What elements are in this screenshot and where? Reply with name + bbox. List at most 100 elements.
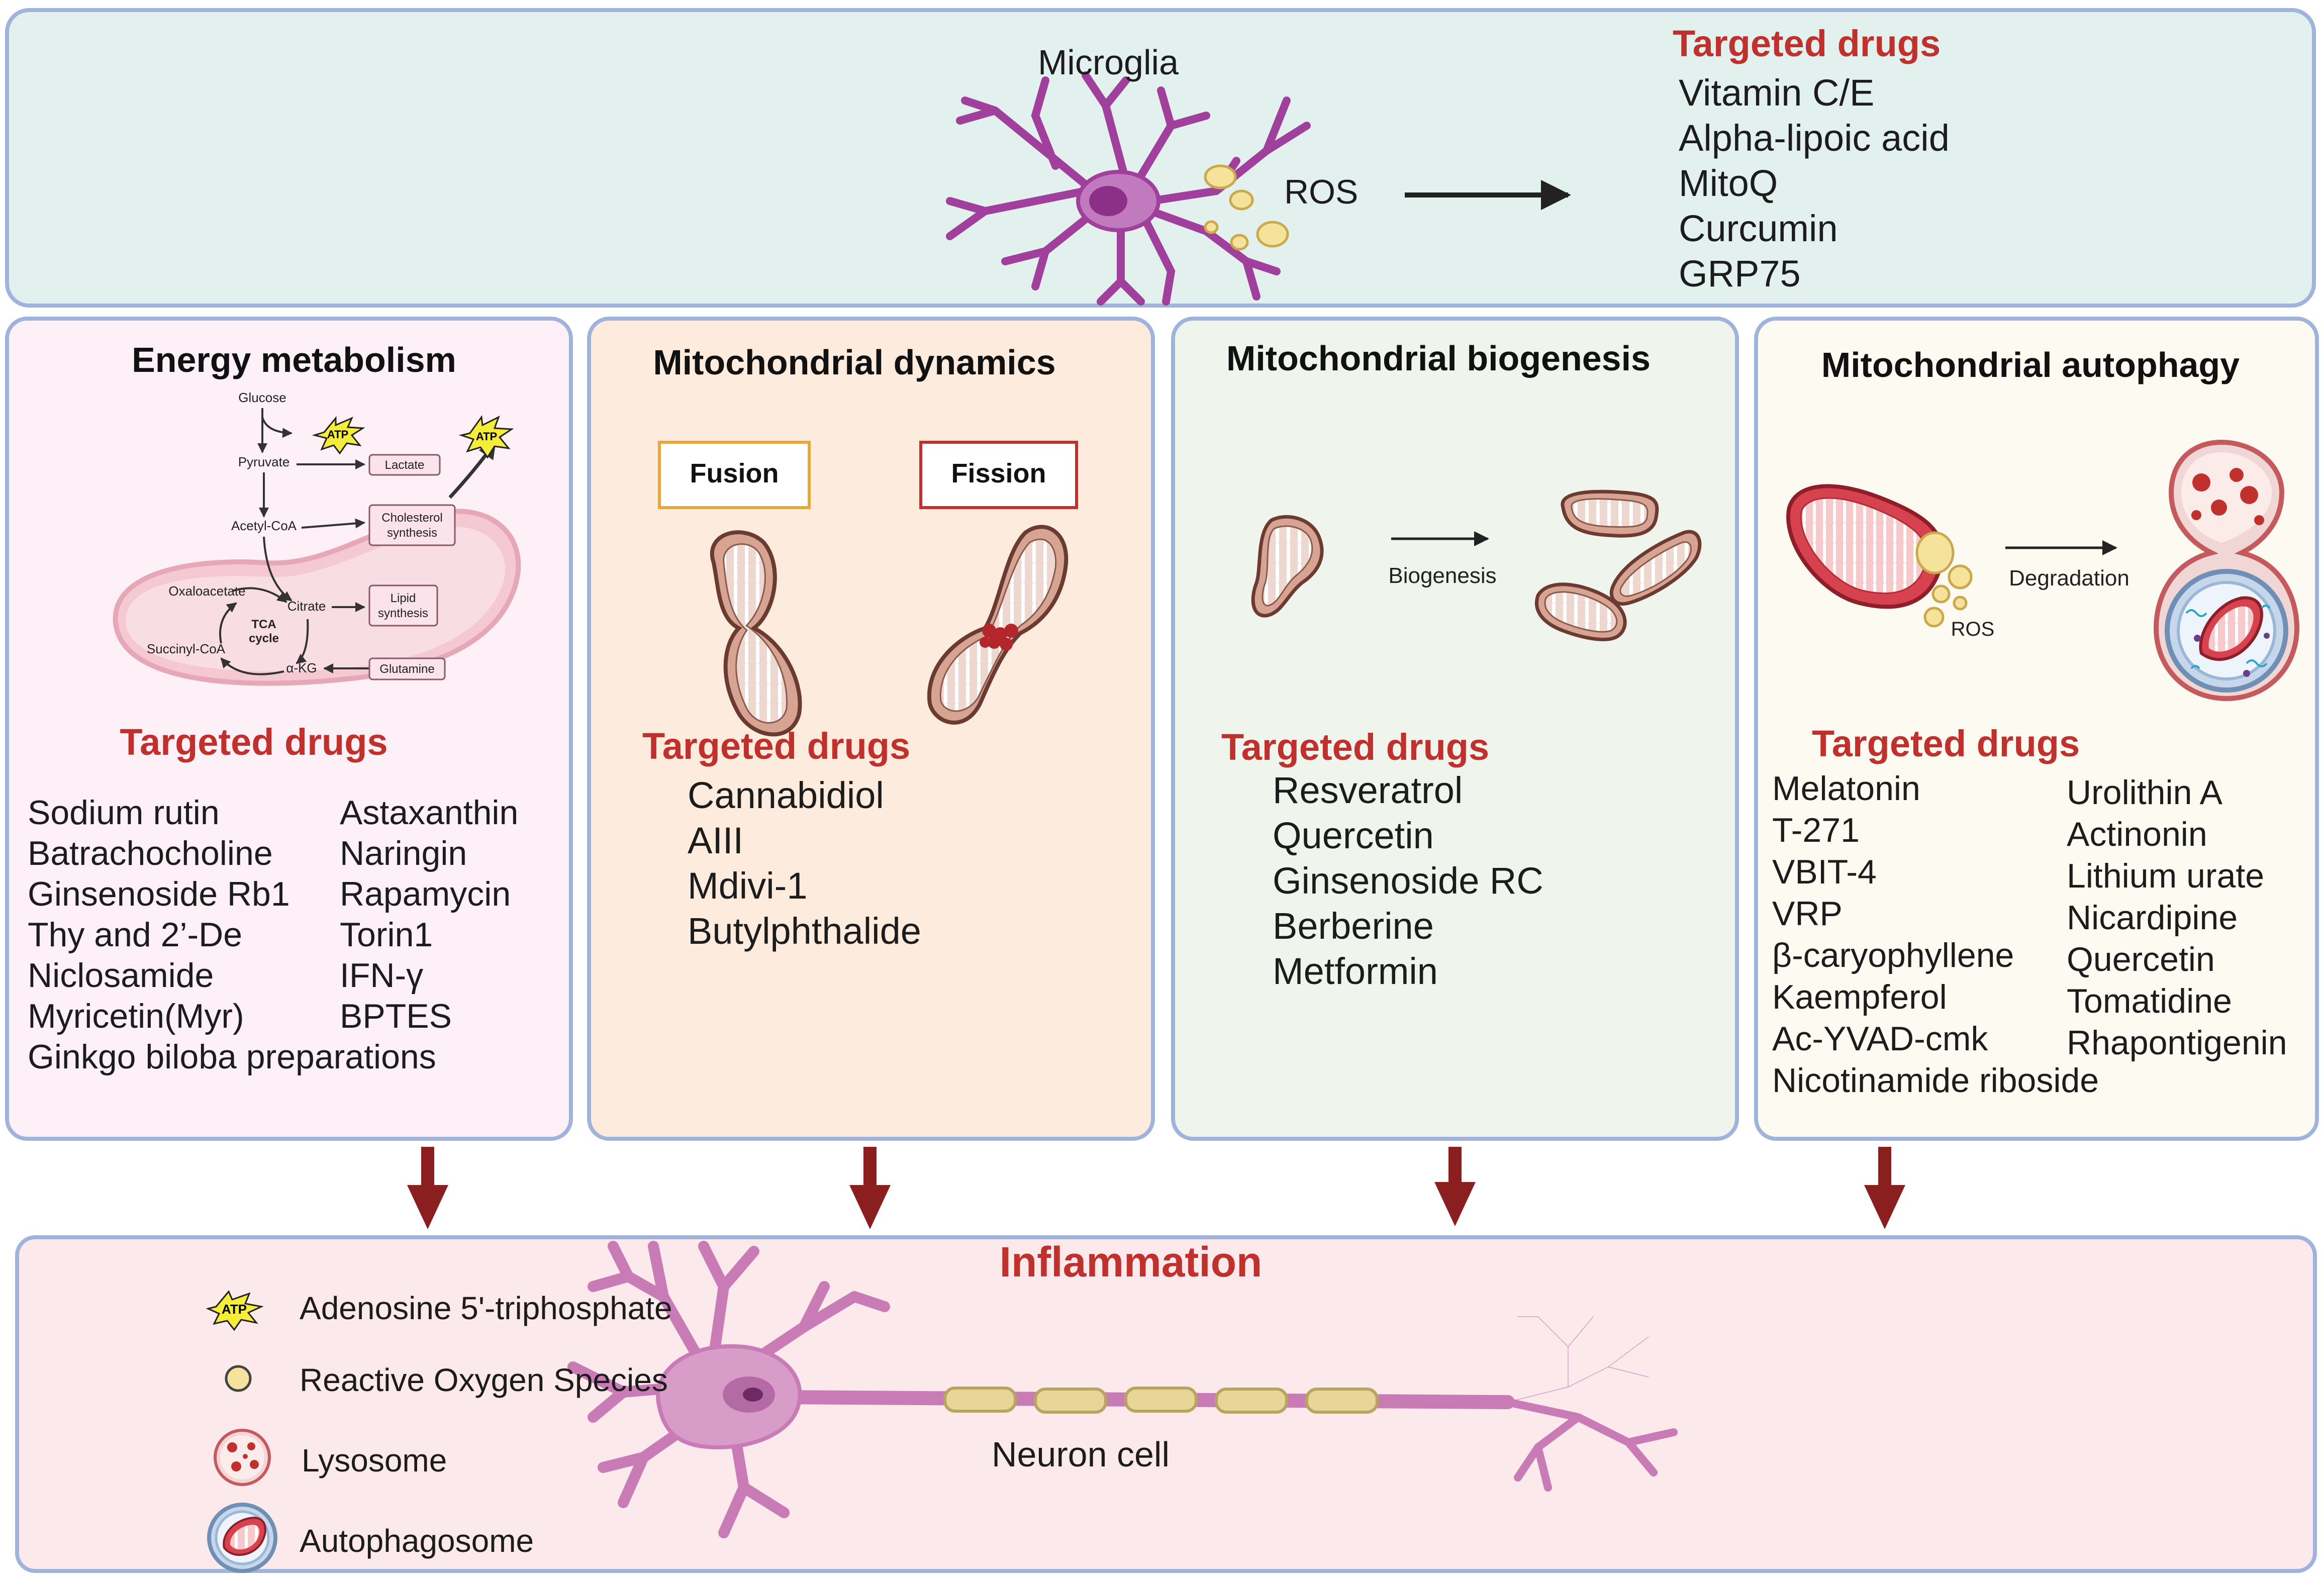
degradation-label: Degradation	[2009, 566, 2129, 590]
drug-item: Thy and 2’-De	[28, 916, 242, 954]
autophagy-ros-label: ROS	[1951, 618, 1995, 640]
drug-item: VRP	[1772, 895, 1843, 933]
svg-text:ATP: ATP	[476, 430, 497, 443]
autophagy-panel: Mitochondrial autophagy ROS Degradation	[1754, 317, 2319, 1141]
drug-item: Berberine	[1273, 905, 1434, 947]
succinyl-coa-label: Succinyl-CoA	[147, 641, 226, 656]
atp-icon: ATP	[206, 1290, 264, 1331]
energy-boxes: Lactate Cholesterol synthesis Lipid synt…	[368, 454, 456, 680]
drug-item: Resveratrol	[1273, 769, 1463, 811]
microglia-label: Microglia	[1038, 43, 1179, 82]
cholesterol-label: Cholesterol	[381, 511, 442, 525]
ros-label: ROS	[1284, 173, 1358, 211]
drug-item: AIII	[688, 820, 743, 861]
drug-item: Astaxanthin	[340, 794, 518, 832]
legend-atp-label: Adenosine 5'-triphosphate	[300, 1290, 672, 1326]
autophagy-mitochondrion	[1786, 484, 1945, 609]
drug-item: Vitamin C/E	[1679, 72, 1874, 114]
neuron-label: Neuron cell	[992, 1435, 1170, 1474]
svg-text:ATP: ATP	[327, 428, 348, 441]
biogenesis-panel: Mitochondrial biogenesis Biogenesis Targ…	[1171, 317, 1739, 1141]
microglia-nucleus	[1089, 186, 1127, 216]
drug-item: Alpha-lipoic acid	[1679, 117, 1950, 159]
autophagy-drug-list-left: Melatonin T-271 VBIT-4 VRP β-caryophylle…	[1772, 769, 2099, 1100]
fusion-mitochondrion	[710, 530, 802, 737]
microglia-cell	[946, 71, 1311, 306]
glucose-label: Glucose	[238, 390, 286, 405]
down-arrow	[407, 1147, 448, 1229]
drug-item: Curcumin	[1679, 208, 1838, 249]
drug-item: Ginkgo biloba preparations	[28, 1038, 436, 1076]
energy-drug-list-right: Astaxanthin Naringin Rapamycin Torin1 IF…	[340, 794, 518, 1035]
drug-item: GRP75	[1679, 253, 1801, 294]
drug-item: Urolithin A	[2067, 773, 2223, 812]
biogenesis-drugs-title: Targeted drugs	[1221, 726, 1489, 768]
drug-item: Quercetin	[2067, 940, 2215, 978]
dynamics-title: Mitochondrial dynamics	[653, 343, 1055, 382]
drug-item: BPTES	[340, 997, 452, 1035]
drug-item: Kaempferol	[1772, 978, 1947, 1016]
drug-item: Mdivi-1	[688, 865, 807, 907]
drug-item: Niclosamide	[28, 956, 214, 995]
down-arrow	[1864, 1147, 1905, 1229]
ros-icon	[225, 1365, 252, 1392]
lysosome-icon	[214, 1429, 271, 1486]
inflammation-panel: Inflammation Neuron cell	[15, 1235, 2317, 1573]
citrate-label: Citrate	[287, 599, 326, 614]
lactate-label: Lactate	[385, 458, 425, 472]
autolysosome	[2153, 439, 2300, 702]
energy-diagram: Glucose Pyruvate Acetyl-CoA Oxaloacetate…	[147, 390, 326, 675]
pyruvate-label: Pyruvate	[238, 454, 290, 469]
lipid-label: Lipid	[391, 592, 416, 605]
svg-text:ATP: ATP	[222, 1302, 247, 1317]
drug-item: Rhapontigenin	[2067, 1024, 2287, 1062]
fusion-label: Fusion	[690, 458, 779, 488]
fission-label: Fission	[951, 458, 1046, 488]
drug-item: Naringin	[340, 834, 467, 872]
drug-item: Nicardipine	[2067, 899, 2238, 937]
energy-panel: Energy metabolism Glucose Pyruvate Acety…	[5, 317, 573, 1141]
autophagy-drugs-title: Targeted drugs	[1812, 723, 2080, 764]
biogenesis-mito-single	[1251, 515, 1324, 618]
autophagy-drug-list-right: Urolithin A Actinonin Lithium urate Nica…	[2067, 773, 2287, 1062]
drug-item: Ac-YVAD-cmk	[1772, 1020, 1988, 1058]
energy-drugs-title: Targeted drugs	[120, 721, 388, 763]
top-drugs-title: Targeted drugs	[1673, 23, 1941, 64]
drug-item: Batrachocholine	[28, 834, 273, 872]
biogenesis-drug-list: Resveratrol Quercetin Ginsenoside RC Ber…	[1273, 769, 1543, 992]
biogenesis-title: Mitochondrial biogenesis	[1226, 339, 1651, 378]
drug-item: IFN-γ	[340, 956, 423, 995]
legend: ATP Adenosine 5'-triphosphate Reactive O…	[206, 1290, 672, 1573]
drug-item: MitoQ	[1679, 162, 1778, 204]
drug-item: Cannabidiol	[688, 774, 884, 816]
drug-item: Tomatidine	[2067, 982, 2232, 1020]
tca-cycle-label: cycle	[249, 632, 279, 645]
drug-item: Rapamycin	[340, 875, 511, 913]
drug-item: Sodium rutin	[28, 794, 220, 832]
drug-item: Metformin	[1273, 950, 1438, 992]
fusion-box	[658, 441, 811, 509]
akg-label: α-KG	[286, 660, 317, 675]
atp-badge: ATP	[312, 416, 365, 455]
drug-item: Lithium urate	[2067, 857, 2264, 895]
fission-mitochondrion	[927, 525, 1069, 725]
energy-title: Energy metabolism	[132, 340, 456, 379]
dynamics-drug-list: Cannabidiol AIII Mdivi-1 Butylphthalide	[688, 774, 921, 952]
tca-label: TCA	[251, 618, 276, 631]
biogenesis-mito-group	[1534, 489, 1702, 641]
down-arrow	[849, 1147, 891, 1229]
drug-item: T-271	[1772, 811, 1860, 849]
drug-item: Myricetin(Myr)	[28, 997, 244, 1035]
cholesterol-label-2: synthesis	[387, 526, 437, 540]
legend-ros-label: Reactive Oxygen Species	[300, 1362, 668, 1398]
drug-item: Butylphthalide	[688, 910, 921, 952]
atp-badge: ATP	[458, 415, 514, 459]
lipid-label-2: synthesis	[378, 607, 428, 620]
dynamics-drugs-title: Targeted drugs	[642, 725, 910, 767]
drug-item: Nicotinamide riboside	[1772, 1061, 2099, 1100]
autophagy-title: Mitochondrial autophagy	[1821, 345, 2240, 384]
acetyl-coa-label: Acetyl-CoA	[231, 518, 297, 533]
down-arrow	[1434, 1147, 1476, 1226]
top-drug-list: Vitamin C/E Alpha-lipoic acid MitoQ Curc…	[1679, 72, 1950, 294]
